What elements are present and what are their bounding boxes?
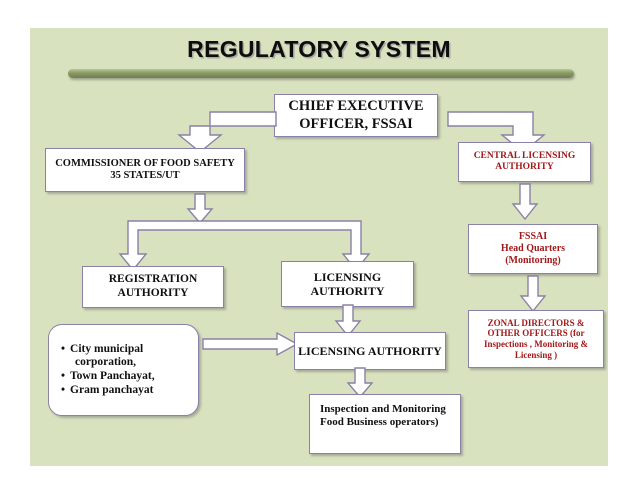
connector-ceo-to-commissioner	[176, 106, 277, 154]
node-registration-line1: REGISTRATION	[108, 273, 198, 286]
node-ceo-line1: CHIEF EXECUTIVE	[288, 98, 424, 115]
node-zonal-line1: ZONAL DIRECTORS &	[487, 317, 585, 328]
slide-canvas: REGULATORY SYSTEM CHIEF EXECUTIVE OFFICE…	[30, 28, 608, 466]
node-licensing-authority-lower[interactable]: LICENSING AUTHORITY	[294, 332, 446, 370]
node-registration-line2: AUTHORITY	[117, 287, 189, 299]
page-title: REGULATORY SYSTEM	[187, 36, 451, 62]
bullet-glyph-3: •	[61, 383, 66, 396]
bullet-glyph-2: •	[61, 370, 66, 382]
node-fssai-hq-line1: FSSAI	[518, 231, 548, 243]
connector-fssai-hq-to-zonal-directors	[519, 275, 547, 313]
node-inspection-line2: Food Business operators)	[320, 415, 439, 428]
node-registration-authority[interactable]: REGISTRATION AUTHORITY	[82, 266, 224, 308]
node-local-bodies-item-1: City municipal	[70, 342, 144, 355]
node-licensing-authority-mid[interactable]: LICENSING AUTHORITY	[281, 261, 414, 307]
node-zonal-line4: Licensing )	[514, 349, 558, 360]
node-fssai-head-quarters[interactable]: FSSAI Head Quarters (Monitoring)	[468, 224, 598, 274]
node-chief-executive-officer[interactable]: CHIEF EXECUTIVE OFFICER, FSSAI	[274, 94, 438, 137]
node-fssai-hq-line2: Head Quarters	[500, 243, 566, 255]
title-divider-rule	[68, 69, 574, 78]
connector-local-bodies-to-licensing-authority	[202, 331, 299, 359]
node-licensing-mid-line2: AUTHORITY	[310, 284, 385, 298]
node-commissioner-line2: 35 STATES/UT	[110, 170, 180, 181]
connector-commissioner-down	[186, 193, 214, 225]
connector-central-licensing-to-fssai-hq	[511, 183, 539, 221]
node-zonal-directors[interactable]: ZONAL DIRECTORS & OTHER OFFICERS (for In…	[468, 310, 604, 368]
node-zonal-line3: Inspections , Monitoring &	[483, 339, 588, 349]
node-fssai-hq-line3: (Monitoring)	[505, 254, 561, 266]
node-commissioner-line1: COMMISSIONER OF FOOD SAFETY	[55, 157, 235, 169]
bullet-glyph-1: •	[61, 342, 66, 355]
node-central-licensing-authority[interactable]: CENTRAL LICENSING AUTHORITY	[458, 142, 591, 182]
node-inspection-and-monitoring[interactable]: Inspection and Monitoring Food Business …	[309, 394, 461, 454]
node-licensing-mid-line1: LICENSING	[313, 269, 382, 284]
connector-licensing-authority-to-inspection	[346, 367, 374, 399]
node-local-bodies[interactable]: • City municipal corporation, • Town Pan…	[48, 324, 199, 416]
connector-split-to-registration-and-licensing	[118, 220, 371, 272]
node-local-bodies-item-2: Town Panchayat,	[70, 370, 155, 382]
node-local-bodies-item-3: Gram panchayat	[70, 383, 154, 396]
node-central-licensing-line2: AUTHORITY	[495, 162, 554, 172]
node-ceo-line2: OFFICER, FSSAI	[299, 115, 413, 132]
node-local-bodies-item-1-cont: corporation,	[75, 356, 137, 369]
node-zonal-line2: OTHER OFFICERS (for	[487, 328, 585, 339]
connector-licensing-authority-down	[334, 304, 362, 338]
node-licensing-lower-line1: LICENSING AUTHORITY	[298, 343, 442, 358]
node-commissioner-of-food-safety[interactable]: COMMISSIONER OF FOOD SAFETY 35 STATES/UT	[45, 148, 245, 192]
node-central-licensing-line1: CENTRAL LICENSING	[473, 150, 576, 161]
node-inspection-line1: Inspection and Monitoring	[320, 403, 446, 415]
